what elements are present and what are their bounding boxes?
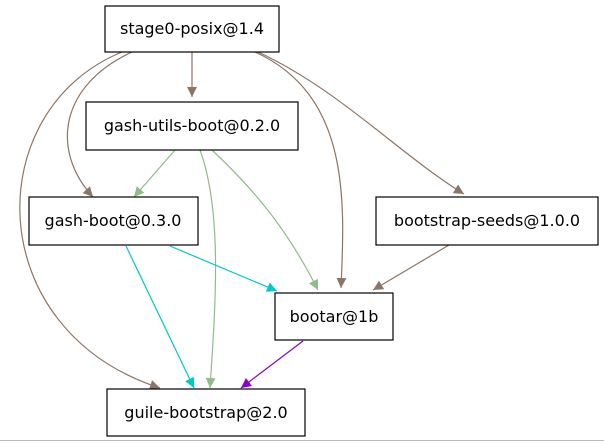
node-gash-boot[interactable]: gash-boot@0.3.0	[28, 196, 199, 246]
node-stage0-posix[interactable]: stage0-posix@1.4	[104, 5, 280, 53]
edge-gash-boot-to-guile-bootstrap	[125, 245, 195, 389]
edge-bootstrap-seeds-to-bootar	[372, 244, 450, 291]
edges	[19, 51, 465, 390]
edge-stage0-to-guile-bootstrap	[19, 51, 161, 390]
edge-bootar-to-guile-bootstrap	[240, 340, 304, 389]
edge-gash-utils-boot-to-gash-boot	[133, 149, 176, 198]
edge-gash-boot-to-bootar	[169, 245, 278, 292]
edge-gash-utils-boot-to-guile-bootstrap	[199, 149, 217, 389]
node-label: gash-utils-boot@0.2.0	[104, 116, 280, 135]
node-label: bootstrap-seeds@1.0.0	[394, 211, 580, 230]
node-box	[28, 196, 199, 246]
node-guile-bootstrap[interactable]: guile-bootstrap@2.0	[106, 388, 306, 437]
node-box	[104, 5, 280, 53]
node-bootstrap-seeds[interactable]: bootstrap-seeds@1.0.0	[375, 196, 599, 246]
node-box	[106, 388, 306, 437]
node-label: stage0-posix@1.4	[120, 19, 264, 38]
node-box	[375, 196, 599, 246]
edge-stage0-to-bootar	[254, 51, 347, 289]
node-label: guile-bootstrap@2.0	[124, 403, 287, 422]
edge-gash-utils-boot-to-bootar	[211, 149, 319, 291]
node-box	[274, 292, 394, 341]
bottom-divider	[0, 440, 604, 441]
edge-stage0-to-bootstrap-seeds	[257, 51, 465, 195]
node-label: gash-boot@0.3.0	[45, 211, 182, 230]
node-label: bootar@1b	[290, 307, 379, 326]
node-gash-utils-boot[interactable]: gash-utils-boot@0.2.0	[85, 101, 299, 151]
edge-stage0-to-gash-boot	[66, 51, 133, 198]
node-bootar[interactable]: bootar@1b	[274, 292, 394, 341]
node-box	[85, 101, 299, 151]
